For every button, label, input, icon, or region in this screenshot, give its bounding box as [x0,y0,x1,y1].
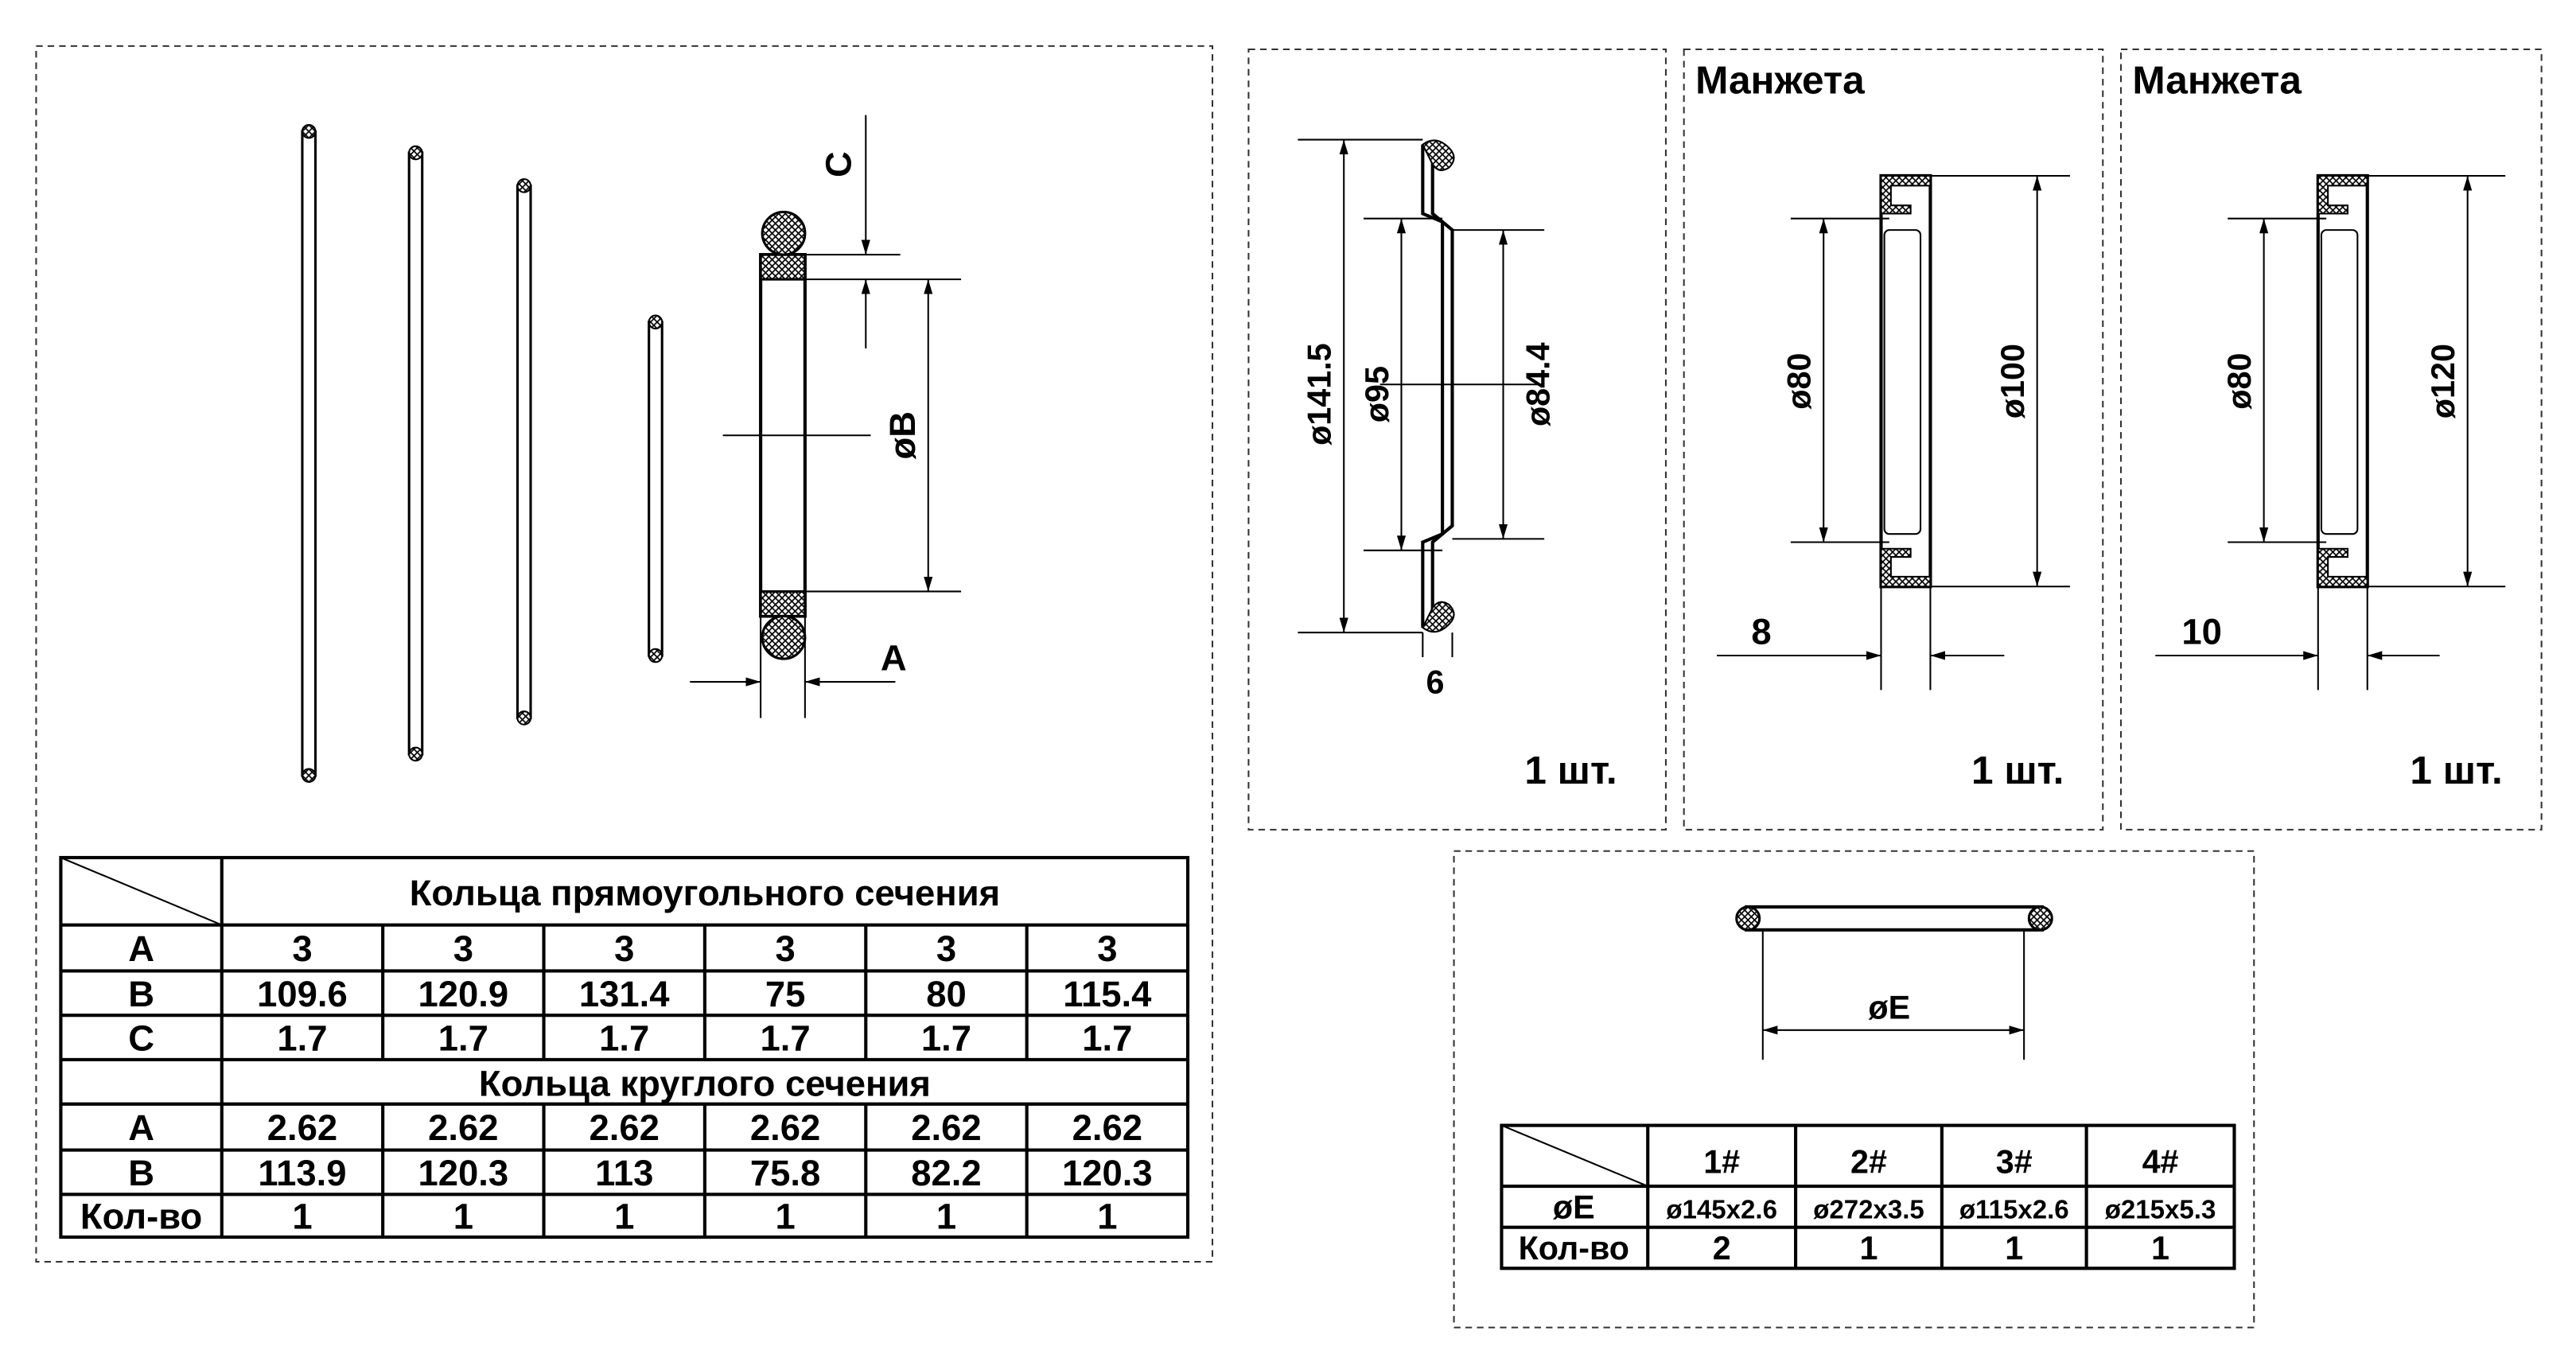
cuff-2-qty: 1 шт. [2410,748,2502,792]
ring-1 [301,123,317,784]
table-cell: 3 [453,928,473,969]
dim-label-c: C [819,151,859,177]
table-border [1500,1123,2236,1271]
table-cell: 1.7 [438,1018,488,1059]
table-cell: 113.9 [258,1153,346,1193]
ring-3 [516,178,532,726]
cuff-2-title: Манжета [2132,58,2302,103]
table-cell: 109.6 [257,974,348,1014]
table-cell: 1.7 [921,1018,971,1059]
rect-section-header: Кольца прямоугольного сечения [410,873,1000,913]
cuff-1-title: Манжета [1695,58,1865,103]
flange-d-outer: ø141.5 [1302,343,1338,446]
table-cell: 1.7 [599,1018,649,1059]
dim-label-b: øB [882,411,923,460]
table-cell: 1 [1860,1230,1878,1267]
corner-diagonal [1501,1124,1648,1187]
table-cell: 120.3 [418,1153,509,1193]
table-cell: 1 [1097,1197,1117,1237]
table-cell: 3 [775,928,795,969]
column-header: 4# [2142,1143,2179,1180]
cuff-panel-1: Манжета ø80 ø100 8 1 шт. [1683,48,2104,831]
ring-4 [648,314,663,663]
cuff-1-qty: 1 шт. [1971,748,2064,792]
panel-border [1453,850,2255,1329]
flange-d-mid: ø95 [1359,366,1395,422]
round-section-header: Кольца круглого сечения [479,1063,931,1103]
table-cell: ø215x5.3 [2105,1195,2216,1224]
ring-side-views [301,123,663,784]
row-label: øE [1553,1189,1595,1225]
flange-panel: ø141.5 ø95 ø84.4 6 1 шт. [1247,48,1667,831]
table-cell: 1.7 [1082,1018,1132,1059]
cuff-1-d-outer: ø100 [1994,344,2031,418]
table-cell: 3 [292,928,312,969]
table-cell: 2 [1713,1230,1731,1267]
table-cell: ø272x3.5 [1813,1195,1924,1224]
table-cell: 2.62 [911,1107,981,1148]
ring-section-detail: C øB A [690,115,962,718]
o-ring-dim-label: øE [1868,989,1910,1025]
column-header: 2# [1850,1143,1887,1180]
flange-qty: 1 шт. [1524,748,1617,792]
cuff-1-width: 8 [1751,612,1771,652]
row-label: B [128,1153,154,1193]
table-cell: 120.3 [1062,1153,1153,1193]
cuff-2-d-outer: ø120 [2425,344,2461,418]
row-label: C [128,1018,154,1059]
panel-border [2119,48,2543,831]
corner-diagonal [60,857,223,926]
table-cell: 1 [2151,1230,2169,1267]
panel-border [35,45,1214,1263]
flange-d-inner: ø84.4 [1520,342,1556,426]
table-cell: 1.7 [761,1018,811,1059]
table-cell: 2.62 [428,1107,498,1148]
table-cell: 75 [765,974,806,1014]
table-cell: 3 [936,928,956,969]
seal-rings-panel: C øB A Кольца прямоугольного сеченияКоль… [35,45,1214,1263]
table-cell: 131.4 [579,974,670,1014]
table-cell: 1 [936,1197,956,1237]
dim-label-a: A [881,638,907,679]
table-cell: 115.4 [1063,974,1152,1014]
table-cell: 75.8 [750,1153,820,1193]
cuff-panel-2: Манжета ø80 ø120 10 1 шт. [2119,48,2543,831]
cuff-2-width: 10 [2181,612,2222,652]
table-cell: ø145x2.6 [1666,1195,1777,1224]
o-ring-panel: øE 1# 2# 3# 4# øE ø145x2.6 ø272x3.5 ø115x2.6 ø21… [1453,850,2255,1329]
column-header: 1# [1703,1143,1740,1180]
table-cell: 1 [775,1197,795,1237]
row-label: B [128,974,154,1014]
table-cell: 1 [614,1197,634,1237]
table-cell: ø115x2.6 [1959,1195,2069,1224]
column-header: 3# [1996,1143,2033,1180]
table-cell: 1 [2005,1230,2023,1267]
table-cell: 2.62 [1072,1107,1142,1148]
panel-border [1683,48,2104,831]
table-cell: 1 [292,1197,312,1237]
row-label: Кол-во [1519,1230,1629,1267]
o-ring-table: 1# 2# 3# 4# øE ø145x2.6 ø272x3.5 ø115x2.6 ø215x5… [1500,1123,2236,1271]
row-label: Кол-во [80,1197,202,1237]
table-cell: 2.62 [267,1107,337,1148]
panel-border [1247,48,1667,831]
table-cell: 1.7 [277,1018,327,1059]
row-label: A [128,928,154,969]
ring-2 [407,145,424,762]
table-border [59,855,1190,1239]
flange-thickness: 6 [1426,663,1444,700]
table-cell: 2.62 [750,1107,820,1148]
table-cell: 120.9 [418,974,509,1014]
table-cell: 1 [453,1197,473,1237]
cuff-2-d-inner: ø80 [2221,353,2258,410]
table-cell: 2.62 [590,1107,660,1148]
table-cell: 80 [926,974,967,1014]
table-cell: 113 [595,1153,653,1193]
cuff-1-d-inner: ø80 [1781,353,1818,410]
row-label: A [128,1107,154,1148]
table-cell: 3 [1097,928,1117,969]
table-cell: 3 [614,928,634,969]
table-cell: 82.2 [911,1153,981,1193]
